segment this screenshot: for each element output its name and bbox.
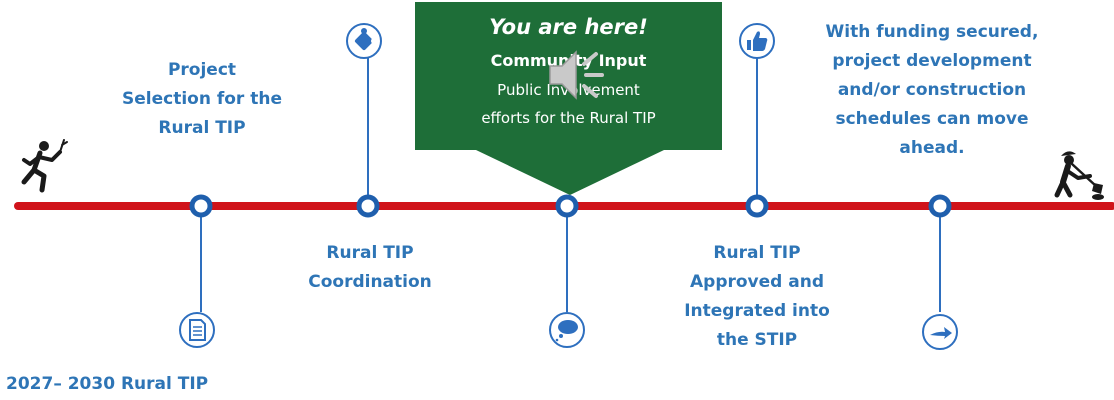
label-line: With funding secured, bbox=[825, 22, 1039, 42]
chat-bubble-icon bbox=[549, 312, 585, 348]
timeline-node bbox=[555, 194, 579, 218]
timeline-node bbox=[745, 194, 769, 218]
label-line: Rural TIP bbox=[713, 243, 801, 263]
label-line: Project bbox=[167, 60, 237, 80]
timeline-node bbox=[189, 194, 213, 218]
label-line: Approved and bbox=[690, 272, 824, 292]
label-line: ahead. bbox=[899, 138, 965, 158]
puzzle-icon bbox=[346, 23, 382, 59]
milestone-label-coordination: Rural TIP Coordination bbox=[285, 239, 455, 297]
callout-shape bbox=[415, 2, 722, 195]
callout-heading: You are here! bbox=[489, 15, 648, 39]
arrow-right-icon bbox=[922, 314, 958, 350]
milestone-label-approved: Rural TIP Approved and Integrated into t… bbox=[672, 239, 842, 355]
label-line: Rural TIP bbox=[158, 118, 246, 138]
thumbs-up-icon bbox=[739, 23, 775, 59]
label-line: project development bbox=[832, 51, 1032, 71]
document-icon bbox=[179, 312, 215, 348]
worker-digging-icon bbox=[1054, 151, 1104, 200]
timeline-node bbox=[928, 194, 952, 218]
milestone-label-project-selection: Project Selection for the Rural TIP bbox=[118, 56, 286, 143]
callout-line: efforts for the Rural TIP bbox=[481, 109, 656, 127]
timeline-node bbox=[356, 194, 380, 218]
label-line: 2027– 2030 Rural TIP bbox=[6, 374, 209, 394]
label-line: Rural TIP bbox=[326, 243, 414, 263]
connectors bbox=[200, 58, 941, 312]
label-line: Integrated into bbox=[684, 301, 830, 321]
label-line: Selection for the bbox=[122, 89, 282, 109]
milestone-label-funding: With funding secured, project developmen… bbox=[796, 18, 1068, 163]
runner-icon bbox=[21, 139, 68, 193]
speaker-icon[interactable] bbox=[542, 44, 608, 106]
label-line: Coordination bbox=[308, 272, 432, 292]
label-line: schedules can move bbox=[835, 109, 1029, 129]
milestone-label-rural-tip-2027: 2027– 2030 Rural TIP bbox=[6, 370, 276, 399]
label-line: the STIP bbox=[716, 330, 798, 350]
label-line: and/or construction bbox=[837, 80, 1027, 100]
